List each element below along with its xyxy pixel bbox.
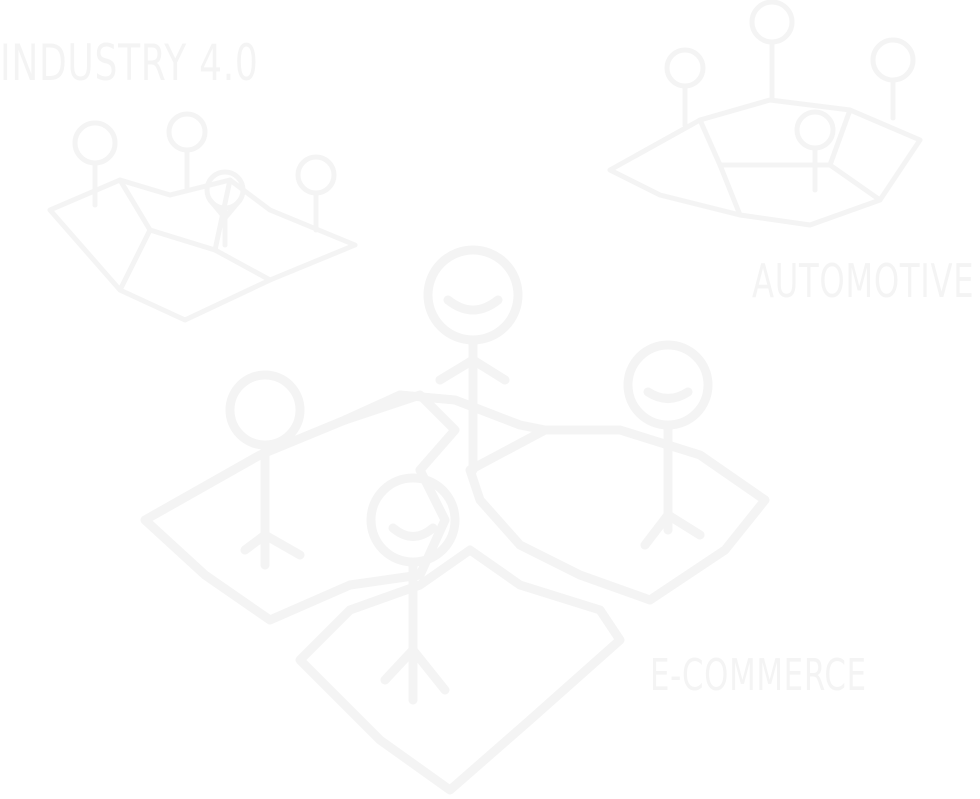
label-automotive: AUTOMOTIVE: [752, 254, 975, 308]
label-ecommerce: E-COMMERCE: [650, 650, 867, 701]
puzzle-people-industry-icon: [47, 111, 358, 323]
label-industry: INDUSTRY 4.0: [0, 34, 259, 92]
puzzle-people-automotive-icon: [607, 0, 923, 228]
puzzle-people-main-icon: [140, 245, 770, 795]
